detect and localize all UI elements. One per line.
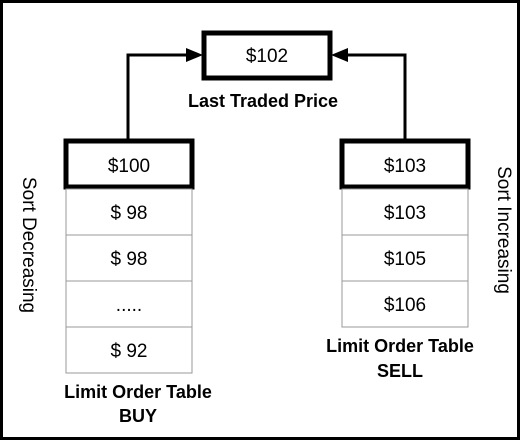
buy-row-price: ..... bbox=[116, 295, 142, 316]
buy-order-table: $100 $ 98 $ 98 ..... $ 92 bbox=[63, 138, 195, 374]
buy-row bbox=[65, 280, 193, 328]
sell-sort-label: Sort Increasing bbox=[493, 166, 514, 294]
last-traded-price-value: $102 bbox=[246, 46, 288, 67]
sell-row bbox=[341, 280, 469, 328]
buy-row-best-price: $100 bbox=[108, 156, 150, 177]
buy-row-best bbox=[63, 138, 195, 190]
buy-table-side: BUY bbox=[119, 406, 157, 426]
sell-row-best bbox=[339, 138, 471, 190]
buy-sort-label: Sort Decreasing bbox=[18, 177, 39, 313]
buy-row bbox=[65, 234, 193, 282]
last-traded-price-label: Last Traded Price bbox=[188, 91, 338, 111]
sell-order-table: $103 $103 $105 $106 bbox=[339, 138, 471, 328]
buy-table-title: Limit Order Table bbox=[64, 382, 212, 402]
buy-row-price: $ 98 bbox=[111, 203, 148, 224]
buy-row-price: $ 92 bbox=[111, 341, 148, 362]
sell-to-last-arrow bbox=[331, 48, 407, 139]
sell-row bbox=[341, 234, 469, 282]
sell-row-price: $103 bbox=[384, 203, 426, 224]
sell-row bbox=[341, 188, 469, 236]
sell-table-side: SELL bbox=[377, 361, 423, 381]
sell-row-best-price: $103 bbox=[384, 156, 426, 177]
buy-to-last-arrow bbox=[126, 48, 203, 139]
buy-row bbox=[65, 326, 193, 374]
sell-row-price: $105 bbox=[384, 249, 426, 270]
buy-row-price: $ 98 bbox=[111, 249, 148, 270]
sell-row-price: $106 bbox=[384, 295, 426, 316]
last-traded-price-box: $102 bbox=[201, 30, 333, 81]
buy-row bbox=[65, 188, 193, 236]
sell-table-title: Limit Order Table bbox=[326, 336, 474, 356]
